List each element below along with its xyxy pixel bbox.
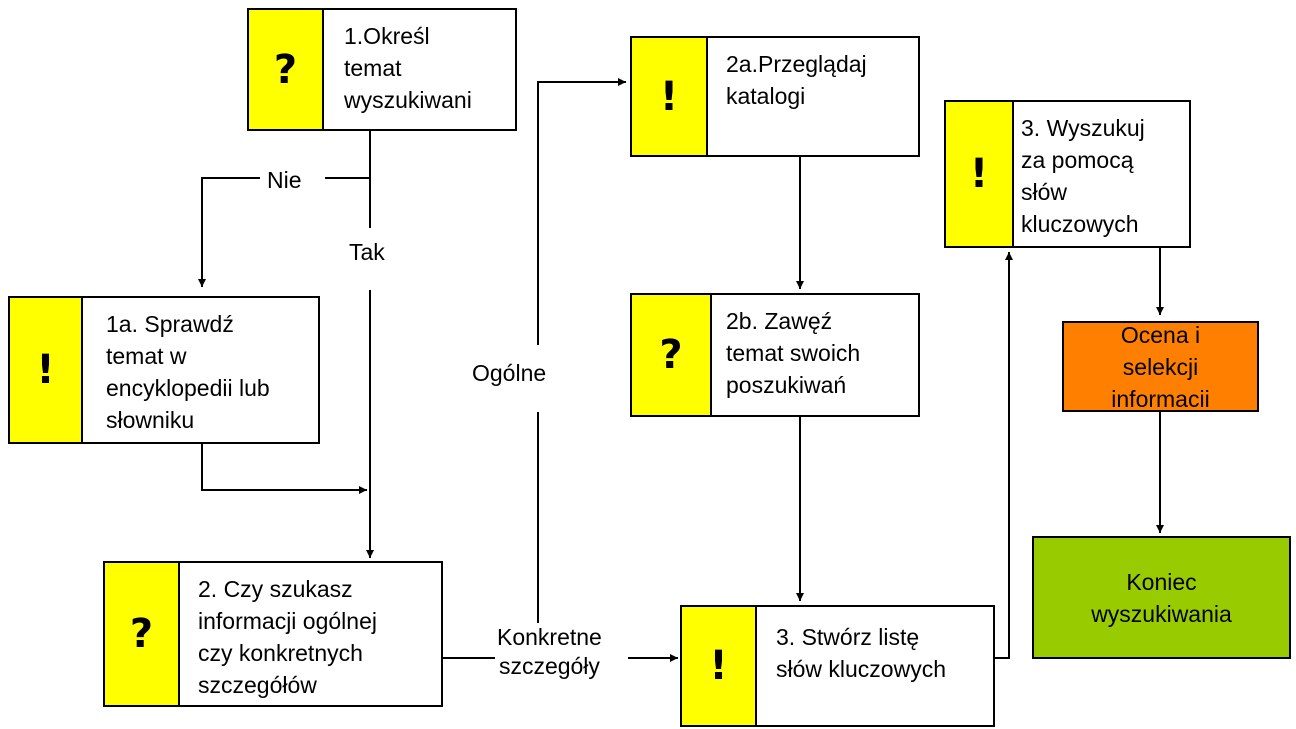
box-end: Koniec wyszukiwania — [1032, 536, 1291, 659]
box-browse-catalogs: ! 2a.Przeglądaj katalogi — [630, 36, 920, 157]
question-mark-icon: ? — [273, 46, 298, 93]
exclamation-icon: ! — [709, 643, 728, 689]
label-no: Nie — [263, 166, 306, 194]
connector-define-to-nie — [325, 130, 371, 179]
exclamation-icon: ! — [969, 151, 989, 197]
question-icon-cell: ? — [632, 295, 712, 415]
label-general: Ogólne — [470, 359, 549, 387]
box-check-encyclopedia: ! 1a. Sprawdź temat w encyklopedii lub s… — [8, 296, 320, 444]
box-general-or-specific: ? 2. Czy szukasz informacji ogólnej czy … — [103, 561, 443, 707]
question-mark-icon: ? — [659, 332, 683, 378]
label-yes: Tak — [347, 238, 387, 266]
box-narrow-topic-text: 2b. Zawęź temat swoich poszukiwań — [726, 308, 861, 398]
box-define-topic: ? 1.Określ temat wyszukiwani — [247, 8, 517, 131]
box-check-encyclopedia-text: 1a. Sprawdź temat w encyklopedii lub sło… — [106, 311, 270, 433]
box-keyword-search-text: 3. Wyszukuj za pomocą słów kluczowych — [1021, 115, 1145, 237]
connector-nie-to-encyclopedia — [198, 177, 260, 287]
question-icon-cell: ? — [249, 10, 324, 129]
box-keyword-list: ! 3. Stwórz listę słów kluczowych — [680, 605, 995, 727]
exclamation-icon: ! — [659, 73, 679, 120]
exclamation-icon-cell: ! — [632, 38, 708, 155]
exclamation-icon-cell: ! — [10, 298, 83, 442]
box-narrow-topic: ? 2b. Zawęź temat swoich poszukiwań — [630, 293, 920, 417]
box-browse-catalogs-text: 2a.Przeglądaj katalogi — [726, 51, 867, 109]
box-define-topic-text: 1.Określ temat wyszukiwani — [344, 23, 472, 113]
label-specific: Konkretne szczegóły — [495, 623, 604, 681]
connector-keyword-list-to-search — [994, 252, 1013, 659]
exclamation-icon-cell: ! — [946, 102, 1014, 246]
exclamation-icon-cell: ! — [682, 607, 757, 725]
box-keyword-search: ! 3. Wyszukuj za pomocą słów kluczowych — [944, 100, 1191, 248]
connector-encyclopedia-to-main — [201, 442, 367, 494]
box-evaluation: Ocena i selekcji informacii — [1062, 321, 1259, 412]
box-general-or-specific-text: 2. Czy szukasz informacji ogólnej czy ko… — [198, 576, 377, 698]
box-keyword-list-text: 3. Stwórz listę słów kluczowych — [776, 624, 946, 682]
question-mark-icon: ? — [129, 611, 154, 657]
exclamation-icon: ! — [36, 347, 55, 393]
connector-general-to-catalogs — [537, 78, 626, 345]
question-icon-cell: ? — [105, 563, 180, 705]
